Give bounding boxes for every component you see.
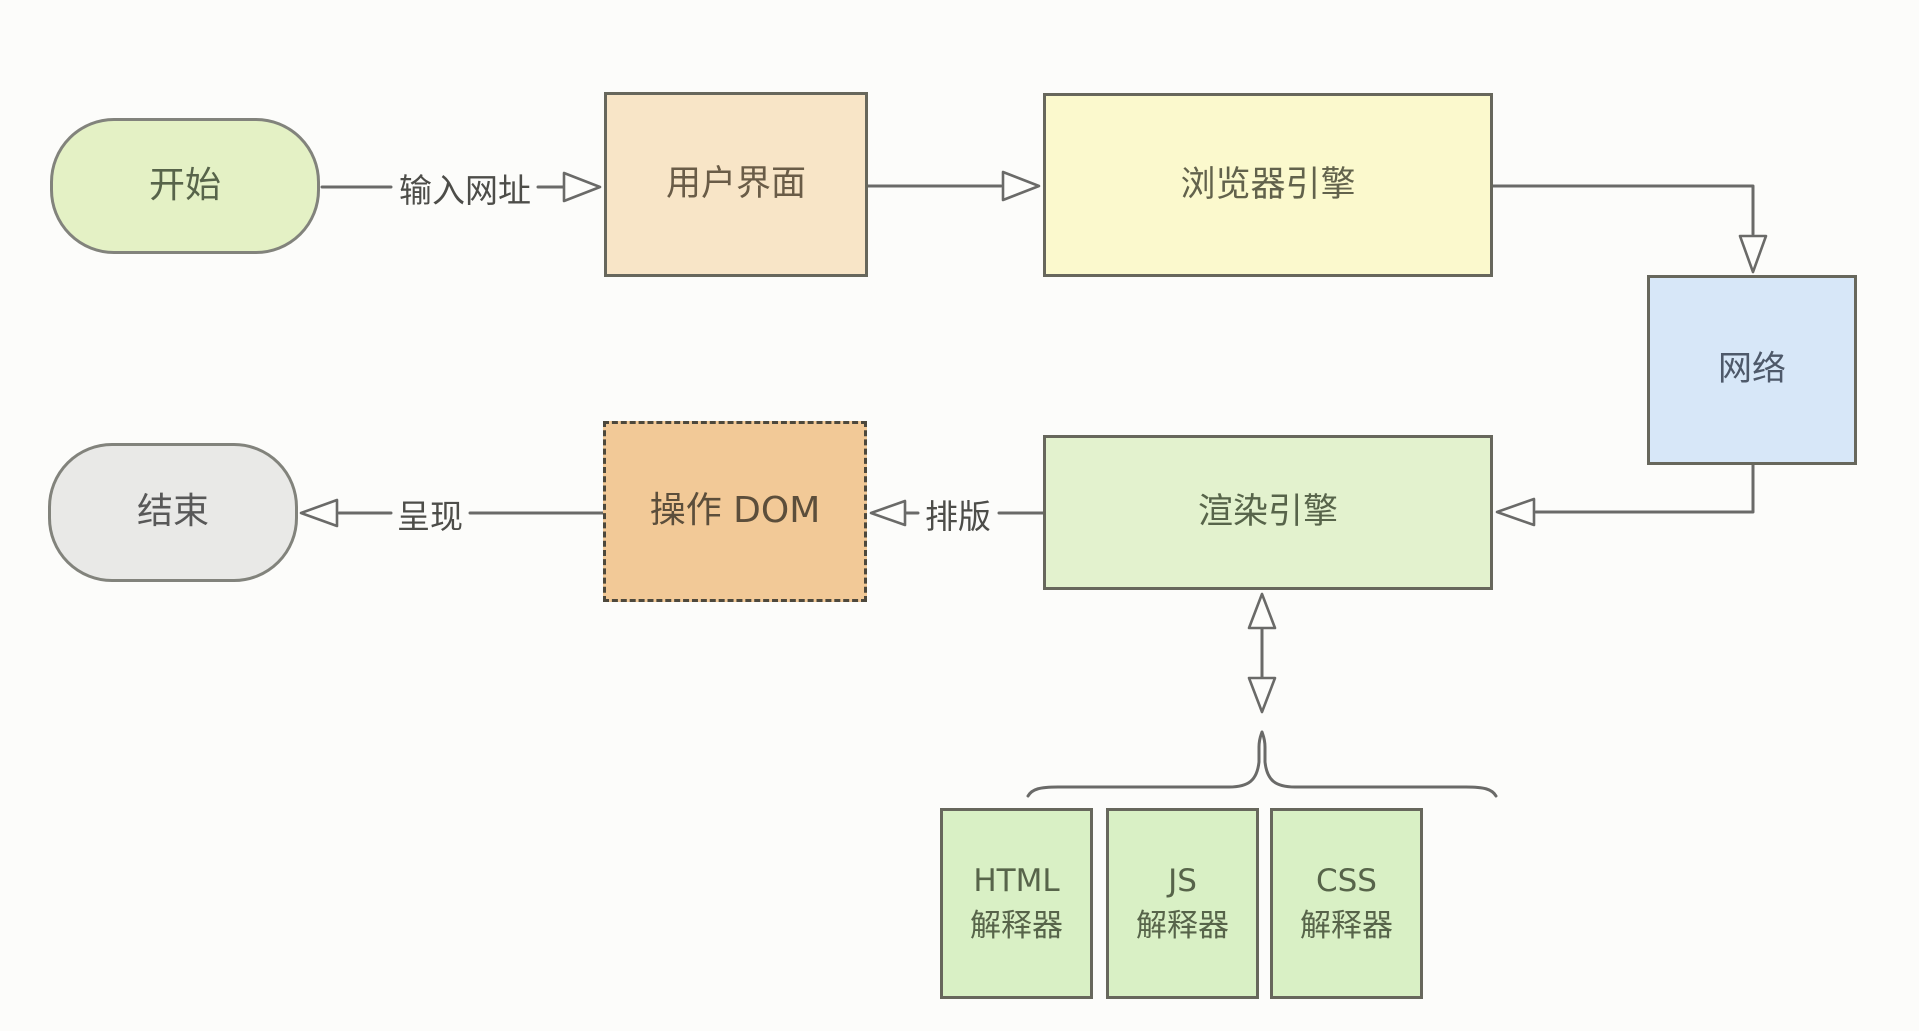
node-css-interpreter: CSS 解释器 bbox=[1270, 808, 1423, 999]
node-network-label: 网络 bbox=[1718, 349, 1786, 390]
node-render-engine-label: 渲染引擎 bbox=[1197, 492, 1338, 533]
arrowhead-right-icon bbox=[562, 171, 602, 203]
edge-label-layout: 排版 bbox=[925, 497, 991, 536]
node-render-engine: 渲染引擎 bbox=[1043, 435, 1493, 590]
edge-dom-to-end bbox=[299, 498, 605, 528]
node-html-interpreter-label: HTML 解释器 bbox=[970, 862, 1063, 944]
node-end: 结束 bbox=[48, 443, 298, 582]
edge-render-engine-to-dom bbox=[869, 499, 1045, 527]
edge-ui-to-browser-engine bbox=[866, 170, 1041, 202]
node-manipulate-dom: 操作 DOM bbox=[603, 421, 867, 602]
node-browser-engine: 浏览器引擎 bbox=[1043, 93, 1493, 277]
node-user-interface: 用户界面 bbox=[604, 92, 868, 277]
node-network: 网络 bbox=[1647, 275, 1857, 465]
arrowhead-right-icon bbox=[1001, 170, 1041, 202]
arrowhead-left-icon bbox=[869, 499, 907, 527]
node-js-interpreter: JS 解释器 bbox=[1106, 808, 1259, 999]
node-browser-engine-label: 浏览器引擎 bbox=[1180, 164, 1356, 205]
node-user-interface-label: 用户界面 bbox=[665, 164, 806, 205]
arrowhead-left-icon bbox=[1495, 497, 1536, 527]
node-start-label: 开始 bbox=[148, 164, 221, 206]
node-end-label: 结束 bbox=[136, 491, 209, 533]
edge-start-to-ui bbox=[320, 171, 602, 203]
edge-browser-engine-to-network bbox=[1491, 184, 1768, 274]
arrowhead-down-icon bbox=[1738, 234, 1768, 274]
arrowhead-left-icon bbox=[299, 498, 339, 528]
brace-interpreters bbox=[1026, 730, 1498, 798]
arrowhead-up-icon bbox=[1247, 592, 1277, 630]
edge-network-to-render-engine bbox=[1495, 463, 1755, 527]
edge-label-present: 呈现 bbox=[397, 497, 463, 536]
node-start: 开始 bbox=[50, 118, 320, 254]
edge-render-engine-to-interpreters bbox=[1247, 592, 1277, 714]
node-manipulate-dom-label: 操作 DOM bbox=[649, 490, 821, 532]
node-js-interpreter-label: JS 解释器 bbox=[1136, 862, 1229, 944]
arrowhead-down-icon bbox=[1247, 676, 1277, 714]
edge-label-enter-url: 输入网址 bbox=[399, 171, 531, 210]
node-html-interpreter: HTML 解释器 bbox=[940, 808, 1093, 999]
node-css-interpreter-label: CSS 解释器 bbox=[1300, 862, 1393, 944]
